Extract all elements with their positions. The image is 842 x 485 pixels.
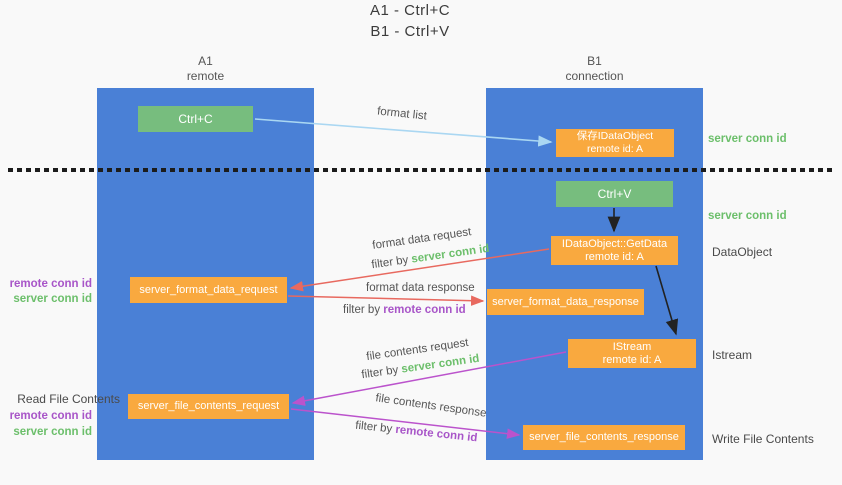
filter-prefix: filter by [343,304,384,316]
edge-label-file-contents-response-filter: filter by remote conn id [355,420,478,445]
left-label-server-conn-id-2: server conn id [13,426,92,438]
arrow-format-data-response [287,295,485,306]
ctrl-v-box: Ctrl+V [556,181,673,207]
edge-label-format-list: format list [376,105,428,123]
ctrl-c-label: Ctrl+C [178,112,213,126]
istream-line1: IStream [612,340,652,353]
left-label-server-conn-id-1: server conn id [13,293,92,305]
server-file-contents-response-label: server_file_contents_response [529,431,679,443]
lifeline-a-header: A1 remote [97,54,314,84]
save-idataobject-box: 保存IDataObject remote id: A [556,129,674,157]
left-label-remote-conn-id-2: remote conn id [9,410,92,422]
filter-key-remote-conn-id: remote conn id [394,423,478,445]
edge-label-file-contents-response: file contents response [374,392,488,420]
edge-label-format-data-response-filter: filter by remote conn id [343,304,466,316]
dotted-separator [8,168,836,172]
lifeline-a-role: remote [186,69,225,83]
left-label-read-file-contents: Read File Contents [17,392,120,406]
right-label-istream: Istream [712,348,753,362]
filter-prefix: filter by [360,363,403,382]
server-format-data-response-label: server_format_data_response [492,295,639,308]
server-format-data-request-box: server_format_data_request [130,277,287,303]
left-label-remote-conn-id-1: remote conn id [9,278,92,290]
filter-key-server-conn-id: server conn id [410,242,491,266]
getdata-line1: IDataObject::GetData [561,237,668,250]
ctrl-v-label: Ctrl+V [597,187,632,201]
lifeline-a-name: A1 [198,54,213,68]
filter-prefix: filter by [354,419,397,436]
lifeline-b-name: B1 [587,54,602,68]
server-format-data-request-label: server_format_data_request [139,283,278,296]
title-line-2: B1 - Ctrl+V [370,23,450,40]
server-format-data-response-box: server_format_data_response [487,289,644,315]
right-label-server-conn-id-1: server conn id [708,133,787,145]
server-file-contents-response-box: server_file_contents_response [523,425,685,450]
lifeline-b-header: B1 connection [486,54,703,84]
title-line-1: A1 - Ctrl+C [369,2,451,19]
filter-prefix: filter by [370,253,413,272]
edge-label-format-data-response: format data response [366,282,475,294]
getdata-line2: remote id: A [585,250,644,263]
server-file-contents-request-label: server_file_contents_request [137,400,280,412]
lifeline-b-role: connection [565,69,624,83]
filter-key-remote-conn-id: remote conn id [383,304,466,316]
right-label-dataobject: DataObject [712,245,773,259]
save-idataobject-line2: remote id: A [586,143,644,155]
server-file-contents-request-box: server_file_contents_request [128,394,289,419]
diagram-title: A1 - Ctrl+C B1 - Ctrl+V [0,0,820,42]
istream-box: IStream remote id: A [568,339,696,368]
right-label-server-conn-id-2: server conn id [708,210,787,222]
right-label-write-file-contents: Write File Contents [712,432,814,446]
ctrl-c-box: Ctrl+C [138,106,253,132]
istream-line2: remote id: A [602,353,662,366]
getdata-box: IDataObject::GetData remote id: A [551,236,678,265]
save-idataobject-line1: 保存IDataObject [576,130,654,142]
